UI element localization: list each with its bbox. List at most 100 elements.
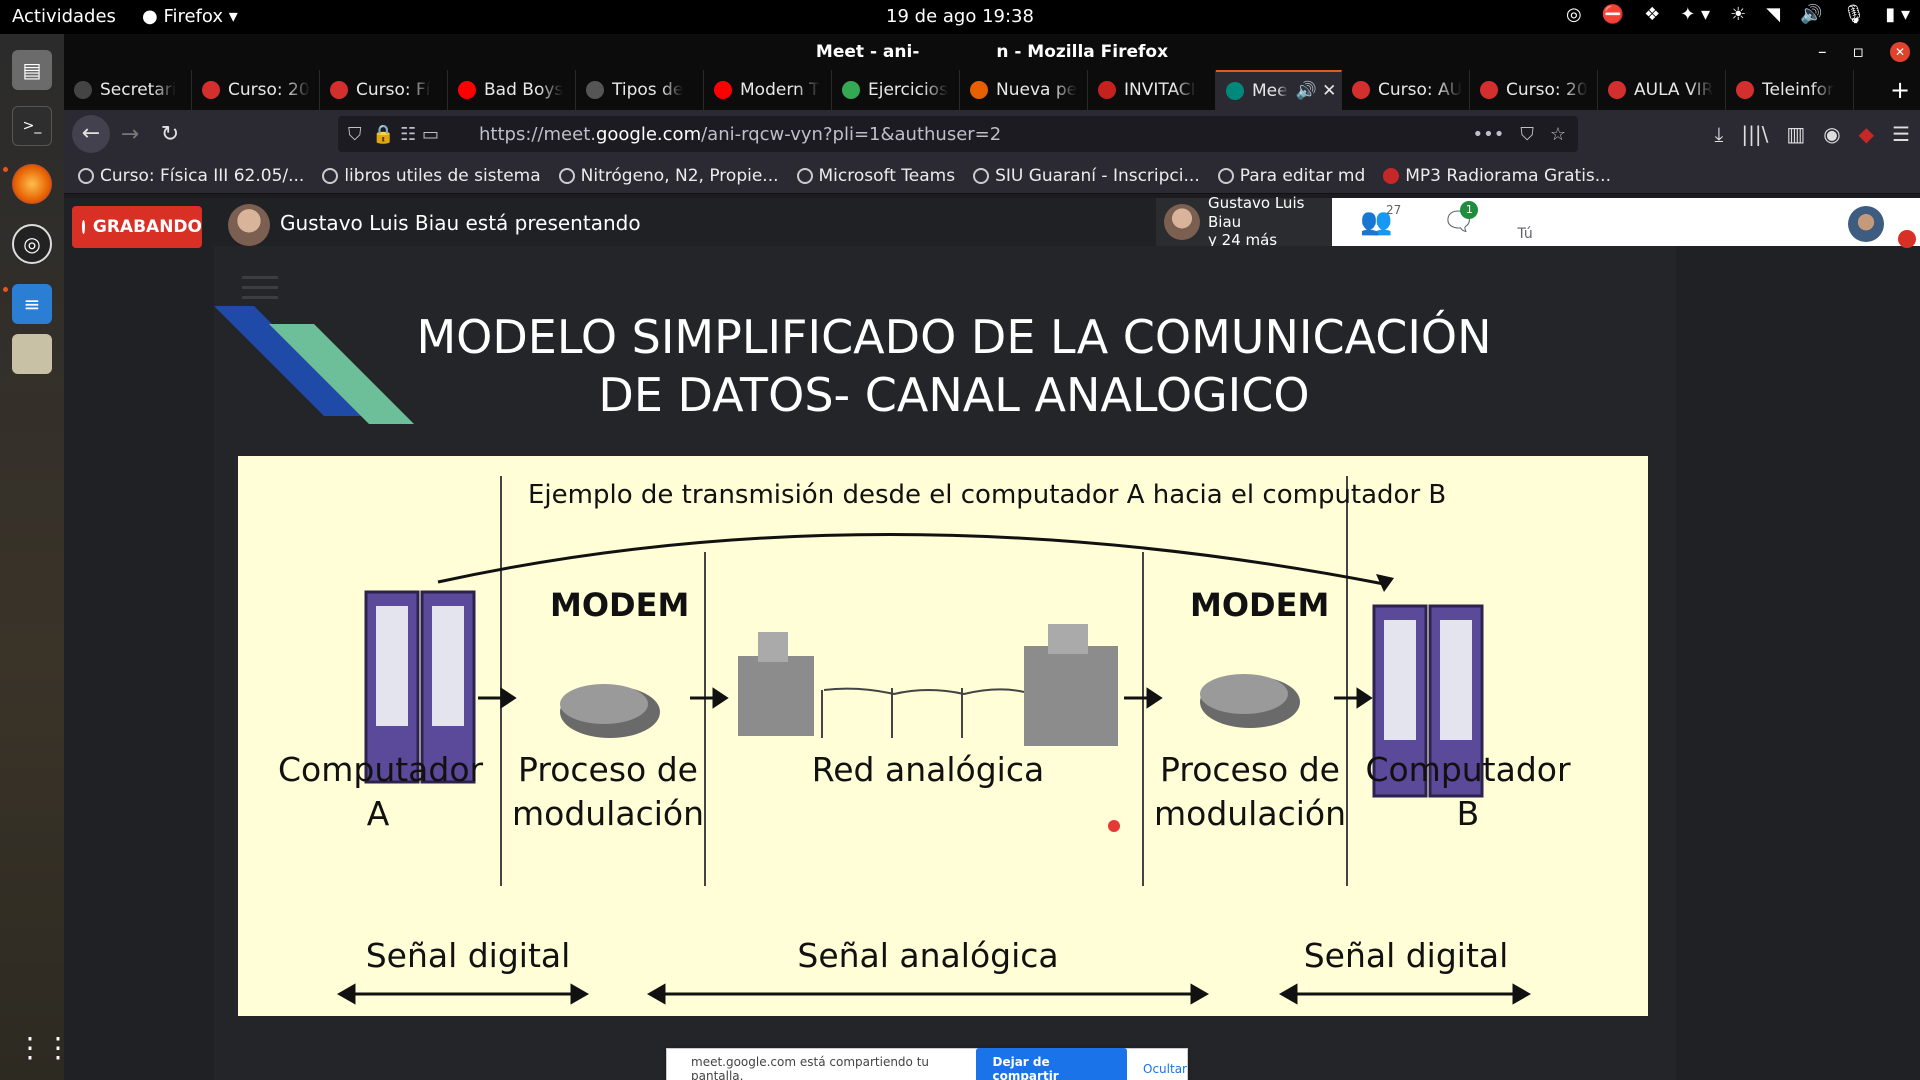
- extension-avatar-icon[interactable]: ◉: [1823, 122, 1841, 146]
- tracking-shield-icon[interactable]: ⛉: [348, 123, 362, 145]
- modulation-label-right: Proceso de modulación: [1150, 748, 1350, 836]
- browser-tab[interactable]: INVITACI: [1088, 70, 1216, 110]
- wifi-icon[interactable]: ◥: [1766, 4, 1781, 25]
- forward-button[interactable]: →: [120, 121, 140, 147]
- window-titlebar[interactable]: Meet - ani- n - Mozilla Firefox – ▫ ✕: [64, 34, 1920, 70]
- browser-tab[interactable]: AULA VIR: [1598, 70, 1726, 110]
- tab-label: Curso: AU: [1378, 80, 1463, 100]
- tab-favicon-icon: [1352, 81, 1370, 99]
- url-bar[interactable]: ⛉ 🔒 ☷ ▭ https://meet.google.com/ani-rqcw…: [338, 116, 1578, 152]
- browser-tab[interactable]: Mee🔊 ✕: [1216, 70, 1342, 110]
- library-icon[interactable]: |||\: [1741, 122, 1769, 146]
- close-window-button[interactable]: ✕: [1890, 42, 1910, 62]
- modulation-line1: Proceso de: [1160, 750, 1340, 789]
- back-button[interactable]: ←: [72, 115, 110, 153]
- accessibility-icon[interactable]: ✦ ▾: [1680, 4, 1711, 25]
- browser-tab[interactable]: Secretari: [64, 70, 192, 110]
- browser-tab[interactable]: Curso: 20: [1470, 70, 1598, 110]
- bookmark-label: MP3 Radiorama Gratis...: [1405, 165, 1611, 186]
- running-indicator: [3, 287, 8, 292]
- bookmark-item[interactable]: MP3 Radiorama Gratis...: [1383, 166, 1611, 186]
- obs-icon[interactable]: ◎: [1565, 4, 1582, 25]
- bookmark-item[interactable]: libros utiles de sistema: [322, 166, 541, 186]
- browser-tab[interactable]: Curso: 20: [192, 70, 320, 110]
- terminal-icon[interactable]: >_: [12, 106, 52, 146]
- browser-tab[interactable]: Tipos de: [576, 70, 704, 110]
- bookmark-item[interactable]: Microsoft Teams: [796, 166, 955, 186]
- presented-slide: MODELO SIMPLIFICADO DE LA COMUNICACIÓN D…: [214, 246, 1676, 1080]
- battery-icon[interactable]: ▮ ▾: [1885, 4, 1910, 25]
- url-text[interactable]: https://meet.google.com/ani-rqcw-vyn?pli…: [479, 124, 1001, 145]
- pocket-icon[interactable]: ⛉: [1520, 123, 1534, 145]
- microphone-icon[interactable]: 🎙: [1842, 4, 1866, 25]
- system-tray[interactable]: ◎ ⛔ ❖ ✦ ▾ ☀ ◥ 🔊 🎙 ▮ ▾: [1566, 4, 1910, 25]
- browser-tab[interactable]: Ejercicios: [832, 70, 960, 110]
- bookmark-item[interactable]: Nitrógeno, N2, Propie...: [558, 166, 779, 186]
- bookmark-label: SIU Guaraní - Inscripci...: [995, 165, 1200, 186]
- stop-sharing-button[interactable]: Dejar de compartir: [976, 1048, 1128, 1080]
- files-icon[interactable]: ▤: [12, 50, 52, 90]
- new-tab-button[interactable]: +: [1889, 76, 1911, 104]
- diagram-arrows: [336, 533, 1532, 1005]
- lock-icon[interactable]: 🔒 ☷ ▭: [372, 123, 439, 145]
- firefox-window: Meet - ani- n - Mozilla Firefox – ▫ ✕ Se…: [64, 34, 1920, 1080]
- self-avatar[interactable]: [1848, 206, 1884, 242]
- browser-tab[interactable]: Modern T: [704, 70, 832, 110]
- tab-favicon-icon: [458, 81, 476, 99]
- page-actions-icon[interactable]: •••: [1472, 123, 1505, 145]
- tab-label: Curso: 20: [1506, 80, 1588, 100]
- writer-icon[interactable]: ≡: [12, 284, 52, 324]
- tab-audio-close-icon[interactable]: 🔊 ✕: [1295, 81, 1337, 101]
- sidebar-icon[interactable]: ▥: [1786, 122, 1806, 146]
- screen-share-notice: meet.google.com está compartiendo tu pan…: [666, 1048, 1188, 1080]
- downloads-icon[interactable]: ⤓: [1714, 122, 1724, 146]
- tab-label: Ejercicios: [868, 80, 948, 100]
- bookmark-item[interactable]: SIU Guaraní - Inscripci...: [973, 166, 1200, 186]
- system-top-bar: Actividades ● Firefox ▾ 19 de ago 19:38 …: [0, 0, 1920, 34]
- minimize-button[interactable]: –: [1817, 42, 1827, 62]
- tab-favicon-icon: [970, 81, 988, 99]
- maximize-button[interactable]: ▫: [1852, 42, 1864, 62]
- digital-signal-right: Señal digital: [1303, 936, 1509, 975]
- bookmark-item[interactable]: Para editar md: [1217, 166, 1365, 186]
- tab-label: Curso: Fí: [356, 80, 431, 100]
- brightness-icon[interactable]: ☀: [1730, 4, 1747, 25]
- divider-line: [1346, 476, 1348, 886]
- divider-line: [500, 476, 502, 886]
- running-indicator: [3, 167, 8, 172]
- hamburger-menu-icon[interactable]: ☰: [1892, 122, 1910, 146]
- people-button[interactable]: 👥27: [1360, 203, 1402, 237]
- volume-icon[interactable]: 🔊: [1800, 4, 1823, 25]
- globe-icon: [973, 167, 990, 184]
- app-menu-firefox[interactable]: ● Firefox ▾: [142, 6, 238, 27]
- dropbox-icon[interactable]: ❖: [1644, 4, 1661, 25]
- obs-icon[interactable]: ◎: [12, 224, 52, 264]
- chat-button[interactable]: 🗨1: [1442, 201, 1479, 237]
- tab-label: Secretari: [100, 80, 177, 100]
- bookmark-item[interactable]: Curso: Física III 62.05/...: [78, 166, 304, 186]
- browser-tab[interactable]: Teleinfor: [1726, 70, 1854, 110]
- slide-menu-icon[interactable]: [242, 276, 278, 306]
- ublock-icon[interactable]: ◆: [1858, 122, 1875, 146]
- navigation-toolbar: ← → ↻ ⛉ 🔒 ☷ ▭ https://meet.google.com/an…: [64, 110, 1920, 158]
- url-prefix: https://meet.: [479, 123, 596, 145]
- presenting-label: Gustavo Luis Biau está presentando: [280, 211, 641, 235]
- recording-dot-icon: [82, 220, 85, 234]
- browser-tab[interactable]: Nueva pe: [960, 70, 1088, 110]
- firefox-icon[interactable]: [12, 164, 52, 204]
- block-icon[interactable]: ⛔: [1601, 4, 1625, 25]
- archive-icon[interactable]: [12, 334, 52, 374]
- globe-icon: [1383, 167, 1400, 184]
- reload-button[interactable]: ↻: [160, 121, 180, 147]
- participant-name: Gustavo Luis Biau: [1208, 193, 1305, 231]
- hide-notice-button[interactable]: Ocultar: [1143, 1062, 1187, 1076]
- activities-button[interactable]: Actividades: [12, 6, 116, 27]
- modem-label-left: MODEM: [550, 586, 690, 624]
- browser-tab[interactable]: Curso: Fí: [320, 70, 448, 110]
- browser-tab[interactable]: Curso: AU: [1342, 70, 1470, 110]
- browser-tab[interactable]: Bad Boys: [448, 70, 576, 110]
- bookmark-star-icon[interactable]: ☆: [1549, 123, 1566, 145]
- computer-a-label: Computador A: [278, 750, 484, 833]
- participant-more: y 24 más: [1208, 231, 1278, 250]
- tab-label: INVITACI: [1124, 80, 1196, 100]
